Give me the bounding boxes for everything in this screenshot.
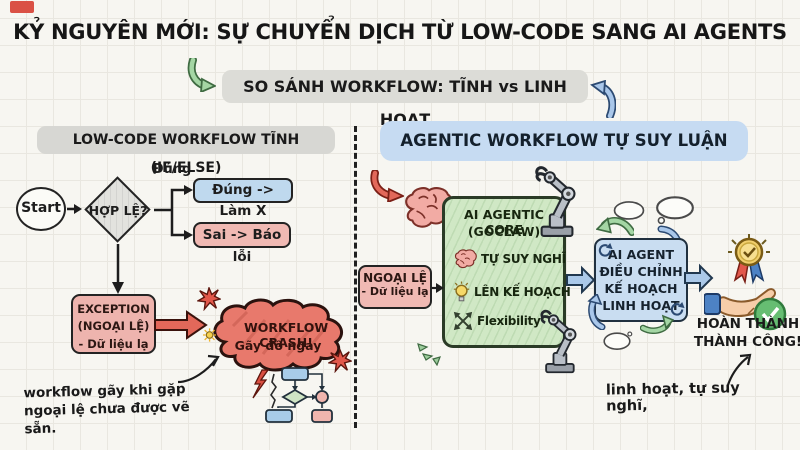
left-annotation: workflow gãy khi gặp ngoại lệ chưa được … <box>23 380 204 439</box>
mini-flowchart <box>252 367 333 423</box>
core-item-think: TỰ SUY NGHĨ <box>453 249 566 269</box>
branch-connectors <box>154 185 193 240</box>
success-line1: HOÀN THÀNH <box>696 316 800 332</box>
blue-block-arrow-icon <box>566 265 596 295</box>
start-node: Start <box>16 187 66 231</box>
flex-arrows-icon <box>453 311 473 331</box>
right-panel-header: AGENTIC WORKFLOW TỰ SUY LUẬN <box>380 121 748 161</box>
cycle-icon <box>598 242 613 257</box>
success-line2: THÀNH CÔNG! <box>693 333 800 350</box>
core-title-line2: (GOCLAW) <box>467 224 541 239</box>
brain-icon <box>454 249 477 269</box>
arrow-start-to-decision <box>67 204 82 214</box>
success-label: HOÀN THÀNH THÀNH CÔNG! <box>692 316 800 351</box>
agent-line2: ĐIỀU CHỈNH <box>599 264 683 279</box>
green-curl-arrow-icon <box>596 216 634 237</box>
subtitle-banner: SO SÁNH WORKFLOW: TĨNH vs LINH HOẠT <box>222 70 588 129</box>
red-block-arrow-icon <box>154 310 208 340</box>
agent-line3: KẾ HOẠCH <box>604 281 678 296</box>
red-curl-arrow-icon <box>370 170 404 202</box>
green-curl-arrow-icon <box>187 58 216 92</box>
burst-icon <box>197 287 221 311</box>
red-corner-mark <box>10 1 34 13</box>
core-item-flex: Flexibility <box>453 311 541 331</box>
arrow-decision-to-exception <box>112 244 124 294</box>
false-action-box: Sai -> Báo lỗi <box>193 222 291 265</box>
robot-arm-icon <box>535 166 576 237</box>
lightbulb-icon <box>453 281 470 302</box>
green-curl-arrow-icon <box>640 314 674 334</box>
exception-line2: (NGOẠI LỆ) <box>77 319 150 334</box>
right-exception-line1: NGOẠI LỆ <box>363 271 427 285</box>
note-pointer-arrow <box>177 354 220 384</box>
true-action-box: Đúng -> Làm X <box>193 178 293 219</box>
left-panel-header: LOW-CODE WORKFLOW TĨNH (IF/ELSE) <box>37 126 335 176</box>
crash-line1: WORKFLOW CRASH! <box>243 320 329 350</box>
blue-block-arrow-icon <box>684 263 714 293</box>
lightning-icon <box>252 369 270 399</box>
core-item-label: LÊN KẾ HOẠCH <box>474 284 571 299</box>
agentic-core-box: AI AGENTIC CORE (GOCLAW) TỰ SUY NGHĨ LÊN… <box>442 196 571 348</box>
decision-label: HỢP LỆ? <box>88 202 148 218</box>
crash-line2: Gãy đổ ngay <box>234 338 322 353</box>
crack-icon <box>270 373 277 409</box>
exception-line3: - Dữ liệu lạ <box>78 336 149 351</box>
right-exception-box: NGOẠI LỆ - Dữ liệu lạ <box>358 265 432 309</box>
burst-icon <box>328 349 352 373</box>
decision-node: HỢP LỆ? <box>84 176 152 244</box>
core-item-plan: LÊN KẾ HOẠCH <box>453 280 571 303</box>
core-title-line1: AI AGENTIC CORE <box>464 207 544 237</box>
left-annotation-line2: ngoại lệ chưa được vẽ sẵn. <box>23 399 190 438</box>
speed-marks-icon <box>417 343 441 366</box>
thought-cloud-icon <box>603 331 633 350</box>
cloud-shape <box>213 298 344 372</box>
core-item-label: Flexibility <box>477 314 541 328</box>
page-title: KỶ NGUYÊN MỚI: SỰ CHUYỂN DỊCH TỪ LOW-COD… <box>13 20 787 44</box>
exception-line1: EXCEPTION <box>77 302 150 316</box>
arrow-exception-to-core <box>432 283 444 293</box>
thought-cloud-icon <box>656 196 694 225</box>
agent-line4: LINH HOẠT <box>602 298 680 313</box>
blue-curl-arrow-icon <box>590 80 616 118</box>
cycle-icon <box>670 301 685 316</box>
check-circle-icon <box>753 297 787 331</box>
robot-arm-icon <box>540 309 577 374</box>
right-annotation: linh hoạt, tự suy nghĩ, <box>605 380 740 415</box>
agent-line1: AI AGENT <box>607 247 675 262</box>
core-item-label: TỰ SUY NGHĨ <box>481 252 566 266</box>
note-pointer-arrow <box>726 353 752 386</box>
sun-icon <box>203 328 217 342</box>
exception-box: EXCEPTION (NGOẠI LỆ) - Dữ liệu lạ <box>71 294 156 354</box>
right-exception-line2: - Dữ liệu lạ <box>361 285 429 298</box>
medal-icon <box>728 234 770 285</box>
branch-true-label: Đúng <box>152 162 192 177</box>
crash-text-row: WORKFLOW CRASH! <box>203 320 353 350</box>
panel-divider <box>354 126 357 428</box>
blue-curl-arrow-icon <box>587 294 606 330</box>
crash-cloud: WORKFLOW CRASH! Gãy đổ ngay <box>203 295 353 375</box>
